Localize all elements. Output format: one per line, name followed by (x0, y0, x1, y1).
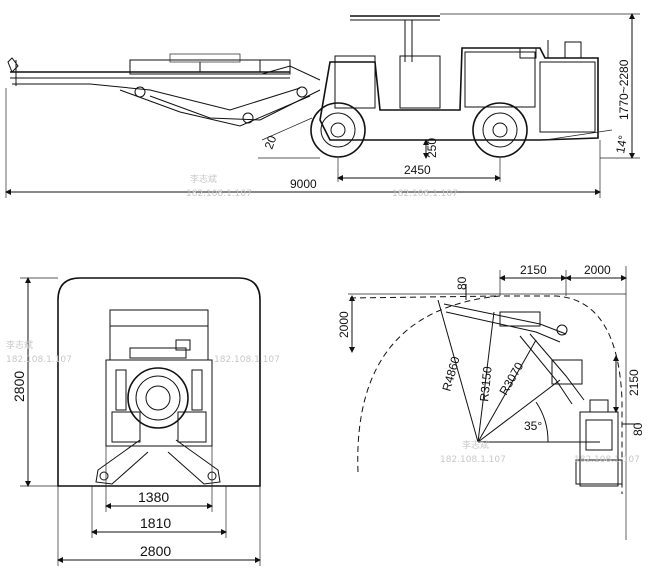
dim-r-inner: R3070 (496, 360, 526, 398)
rear-wheel (472, 102, 528, 158)
watermark-name-1: 李志斌 (190, 173, 217, 185)
canopy (350, 15, 440, 62)
coverage-boom (443, 303, 585, 405)
watermark-ip-4: 182.108.1.107 (214, 355, 280, 365)
dim-ground-clearance: 250 (425, 138, 439, 158)
dim-length: 9000 (290, 177, 317, 191)
coverage-machine (575, 399, 623, 487)
dim-wheelbase: 2450 (404, 163, 431, 177)
coverage-dimensions: 2150 2000 80 2000 R4860 R3150 R3070 35° … (337, 263, 645, 436)
watermark-name-2: 李志斌 (6, 339, 33, 351)
front-view: 2800 1380 1810 2800 李志斌 182.108.1.107 18… (6, 277, 280, 566)
dim-height: 1770~2280 (617, 59, 631, 120)
watermark-ip-6: 182.108.1.107 (574, 455, 640, 465)
front-wheel (310, 102, 366, 158)
dim-small-80-right: 80 (631, 422, 645, 436)
boom-assembly (7, 53, 321, 127)
dim-inner-width: 1380 (138, 489, 169, 505)
chassis (319, 40, 599, 141)
watermark-ip-3: 182.108.1.107 (6, 355, 72, 365)
coverage-arc (357, 295, 623, 494)
dim-left-height: 2000 (337, 311, 351, 338)
dim-section-width: 2800 (140, 543, 171, 559)
radius-lines (437, 299, 600, 443)
watermark-ip-1: 182.108.1.107 (186, 189, 252, 199)
dim-small-80-top: 80 (455, 276, 469, 290)
tunnel-section (57, 277, 261, 487)
front-dimensions: 2800 1380 1810 2800 (11, 277, 261, 566)
dim-rear-angle: 14° (613, 134, 630, 155)
dim-r-mid: R3150 (477, 365, 495, 402)
dim-mid-width: 1810 (140, 515, 171, 531)
dim-right-height: 2150 (627, 369, 641, 396)
dim-section-height: 2800 (11, 371, 27, 402)
side-view: 9000 2450 1770~2280 20 250 14° 李志斌 182.1… (5, 13, 640, 199)
front-booms (95, 439, 221, 485)
front-machine (105, 309, 213, 447)
side-dimensions: 9000 2450 1770~2280 20 250 14° (5, 13, 640, 198)
coverage-view: 2150 2000 80 2000 R4860 R3150 R3070 35° … (337, 263, 645, 540)
watermark-name-3: 李志斌 (462, 439, 489, 451)
watermark-ip-2: 182.108.1.107 (392, 189, 458, 199)
dim-front-angle: 20 (262, 133, 280, 151)
dim-top-right: 2000 (584, 263, 611, 277)
dim-top-left: 2150 (520, 263, 547, 277)
dim-angle: 35° (524, 419, 542, 433)
watermark-ip-5: 182.108.1.107 (440, 455, 506, 465)
